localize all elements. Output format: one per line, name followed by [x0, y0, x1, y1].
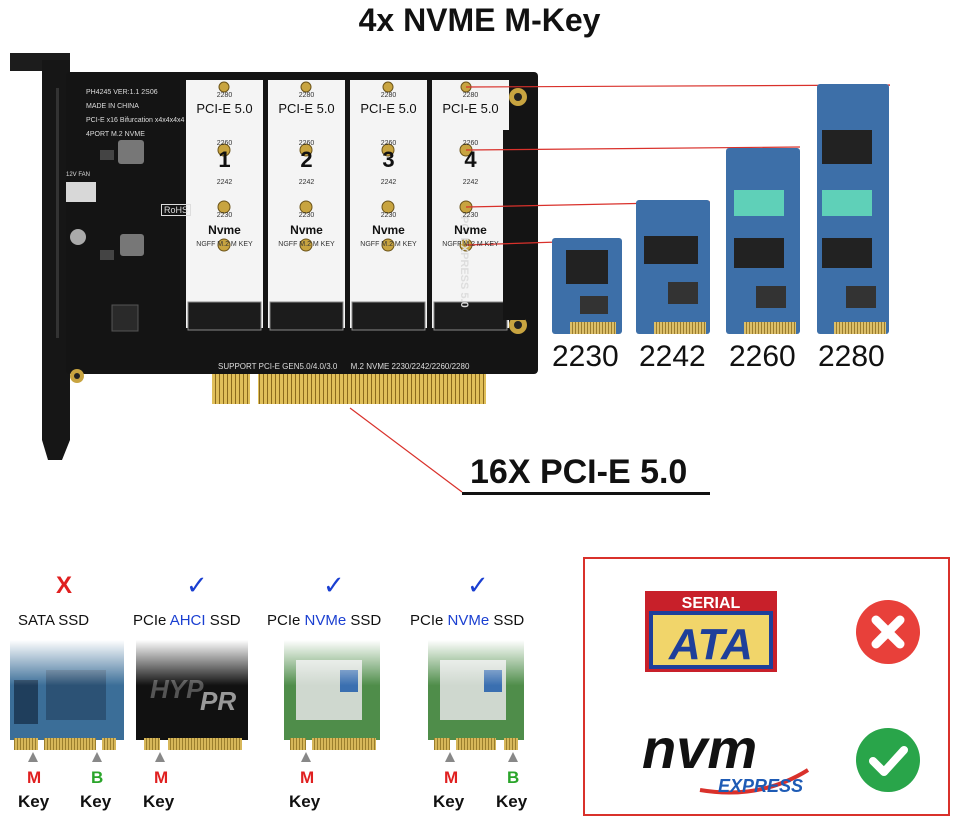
ssd-type-label: SATA SSD: [18, 612, 89, 629]
slot-size-label: 2242: [216, 179, 233, 186]
m-key-label: M: [444, 768, 459, 787]
slot-size-label: 2280: [380, 92, 397, 99]
interface-underline: [462, 492, 710, 495]
ssd-type-text: PCIe: [133, 612, 170, 629]
m-key-label: M: [154, 768, 169, 787]
nvm-logo-main: nvm: [642, 720, 757, 780]
ssd-type-text: SSD: [489, 612, 525, 629]
key-word: Key: [143, 792, 175, 811]
compatible-check-icon: ✓: [186, 570, 208, 600]
key-word: Key: [289, 792, 321, 811]
nvm-logo-sub: EXPRESS: [718, 776, 803, 796]
silk-line: PH4245 VER:1.1 2S06: [86, 89, 158, 96]
compatible-check-icon: ✓: [467, 570, 489, 600]
silk-info: PH4245 VER:1.1 2S06 MADE IN CHINA PCI-E …: [86, 86, 184, 142]
slot-size-label: 2260: [216, 140, 233, 147]
slot-size-label: 2280: [462, 92, 479, 99]
key-word: Key: [80, 792, 112, 811]
ssd-2260: [726, 148, 800, 334]
slot-key: NGFF M.2 M KEY: [278, 241, 335, 248]
slot-size-label: 2260: [462, 140, 479, 147]
compatibility-box: [583, 557, 950, 816]
key-word: Key: [496, 792, 528, 811]
slot-size-label: 2242: [380, 179, 397, 186]
compatible-check-icon: ✓: [323, 570, 345, 600]
sata-logo: SERIAL ATA: [645, 591, 777, 672]
fan-label: 12V FAN: [66, 172, 91, 178]
interface-label: 16X PCI-E 5.0: [470, 453, 688, 491]
slot-key: NGFF M.2 M KEY: [196, 241, 253, 248]
page-title: 4x NVME M-Key: [358, 2, 601, 38]
incompatible-x-icon: X: [56, 572, 73, 599]
slot-size-label: 2260: [380, 140, 397, 147]
silk-line: PCI-E x16 Bifurcation x4x4x4x4: [86, 117, 185, 124]
slot-iface: PCI-E 5.0: [278, 101, 335, 116]
slot-panels: [186, 80, 509, 331]
silk-line: MADE IN CHINA: [86, 103, 139, 110]
metal-bracket: [10, 53, 70, 460]
ssd-size-label: 2242: [639, 340, 706, 373]
slot-2: 2280 PCI-E 5.0 2260 2 2242 2230 Nvme NGF…: [268, 92, 345, 248]
key-word: Key: [433, 792, 465, 811]
not-supported-icon: [856, 600, 920, 664]
slot-number: 1: [218, 147, 231, 172]
slot-iface: PCI-E 5.0: [360, 101, 417, 116]
slot-number: 2: [300, 147, 313, 172]
ssd-type-text: PCIe: [267, 612, 305, 629]
slot-nvme: Nvme: [208, 223, 241, 237]
ssd-type-highlight: NVMe: [447, 612, 490, 629]
ssd-2230: [552, 238, 622, 334]
ssd-type-label: PCIe AHCI SSD: [133, 612, 241, 629]
ssd-type-text: PCIe: [410, 612, 448, 629]
ssd-2280: [817, 84, 889, 334]
sata-logo-main: ATA: [668, 620, 753, 669]
slot-key: NGFF M.2 M KEY: [442, 241, 499, 248]
ssd-type-label: PCIe NVMe SSD: [410, 612, 524, 629]
ssd-type-label: PCIe NVMe SSD: [267, 612, 381, 629]
ssd-type-text: SATA SSD: [18, 612, 90, 629]
slot-size-label: 2230: [380, 212, 397, 219]
slot-size-label: 2260: [298, 140, 315, 147]
ssd-size-label: 2230: [552, 340, 619, 373]
slot-1: 2280 PCI-E 5.0 2260 1 2242 2230 Nvme NGF…: [186, 92, 263, 248]
m-key-label: M: [27, 768, 42, 787]
slot-size-label: 2230: [216, 212, 233, 219]
nvm-express-logo: nvm EXPRESS: [642, 720, 810, 796]
ssd-type-highlight: NVMe: [304, 612, 347, 629]
slot-size-label: 2242: [462, 179, 479, 186]
rohs-mark: RoHS: [161, 204, 192, 216]
slot-key: NGFF M.2 M KEY: [360, 241, 417, 248]
ssd-keys-illustration: HYP PR: [0, 640, 560, 770]
supported-icon: [856, 728, 920, 792]
slot-nvme: Nvme: [372, 223, 405, 237]
slot-size-label: 2230: [462, 212, 479, 219]
slot-size-label: 2242: [298, 179, 315, 186]
slot-size-label: 2280: [298, 92, 315, 99]
sata-logo-top: SERIAL: [682, 595, 741, 612]
slot-number: 3: [382, 147, 395, 172]
silk-line: 4PORT M.2 NVME: [86, 131, 145, 138]
slot-4: 2280 PCI-E 5.0 2260 4 2242 2230 Nvme NGF…: [432, 92, 509, 248]
slot-size-label: 2280: [216, 92, 233, 99]
slot-size-label: 2230: [298, 212, 315, 219]
adapter-illustration: [10, 53, 891, 493]
slot-nvme: Nvme: [290, 223, 323, 237]
slot-nvme: Nvme: [454, 223, 487, 237]
ssd-type-text: SSD: [205, 612, 241, 629]
ssd-size-label: 2260: [729, 340, 796, 373]
m-key-label: M: [300, 768, 315, 787]
b-key-label: B: [91, 768, 104, 787]
ssd-type-text: SSD: [346, 612, 382, 629]
b-key-label: B: [507, 768, 520, 787]
ssd-2242: [636, 200, 710, 334]
support-text: SUPPORT PCI-E GEN5.0/4.0/3.0 M.2 NVME 22…: [218, 362, 470, 371]
slot-number: 4: [464, 147, 477, 172]
ssd-size-label: 2280: [818, 340, 885, 373]
key-word: Key: [18, 792, 50, 811]
ssd-type-highlight: AHCI: [169, 612, 206, 629]
slot-iface: PCI-E 5.0: [442, 101, 499, 116]
slot-iface: PCI-E 5.0: [196, 101, 253, 116]
slot-3: 2280 PCI-E 5.0 2260 3 2242 2230 Nvme NGF…: [350, 92, 427, 248]
